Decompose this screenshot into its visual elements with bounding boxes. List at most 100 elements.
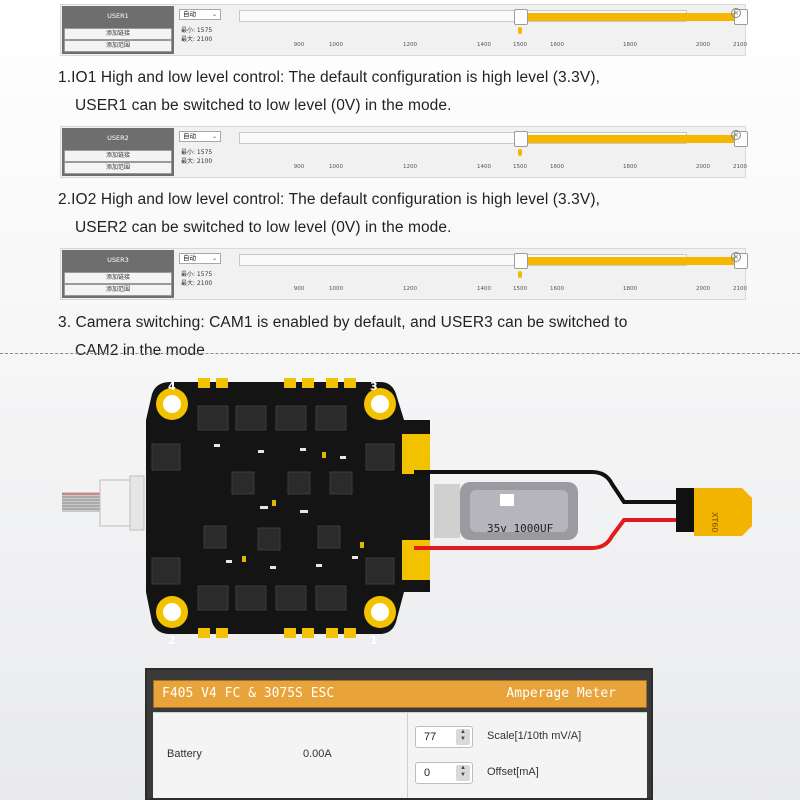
mode-select-value: 自动 (183, 254, 196, 262)
user-channel-label: USER3 (107, 256, 129, 264)
tick-label: 2100 (733, 164, 747, 170)
tick-label: 900 (293, 164, 305, 170)
current-value-marker (518, 271, 522, 278)
mode-select[interactable]: 自动 ⌄ (179, 253, 221, 264)
ribbon-cable (62, 475, 145, 531)
capacitor: 35v 1000UF (434, 482, 578, 540)
range-slider-fill (521, 135, 741, 143)
tick-label: 1500 (513, 286, 527, 292)
corner-number-3: 3 (370, 380, 378, 393)
mode-select-value: 自动 (183, 10, 196, 18)
tick-label: 1400 (477, 286, 491, 292)
close-icon[interactable]: × (731, 8, 741, 18)
chevron-down-icon: ⌄ (211, 255, 217, 262)
tick-label: 1000 (329, 42, 343, 48)
range-slider-track[interactable] (239, 9, 748, 25)
max-value: 最大: 2100 (181, 158, 213, 165)
description-2-line1: 2.IO2 High and low level control: The de… (58, 191, 601, 208)
tick-label: 1600 (550, 286, 564, 292)
tick-label: 1800 (623, 164, 637, 170)
offset-stepper-icon[interactable]: ▲▼ (456, 765, 470, 781)
tick-label: 1400 (477, 42, 491, 48)
tick-label: 2000 (696, 164, 710, 170)
offset-input[interactable]: 0 ▲▼ (415, 762, 473, 784)
battery-label: Battery (167, 748, 202, 760)
xt60-connector: XT60 (676, 488, 752, 536)
min-value: 最小: 1575 (181, 271, 213, 278)
tick-label: 1800 (623, 42, 637, 48)
user-channel-label: USER2 (107, 134, 129, 142)
tick-label: 1000 (329, 164, 343, 170)
tick-label: 900 (293, 42, 305, 48)
range-slider-fill (521, 257, 741, 265)
tick-label: 1200 (403, 164, 417, 170)
add-range-button[interactable]: 添加范围 (64, 162, 172, 174)
description-3-line1: 3. Camera switching: CAM1 is enabled by … (58, 314, 628, 331)
corner-number-2: 2 (168, 634, 176, 647)
tick-label: 1200 (403, 42, 417, 48)
current-value-marker (518, 149, 522, 156)
description-3: 3. Camera switching: CAM1 is enabled by … (58, 309, 627, 365)
power-wires (414, 470, 680, 550)
mode-select[interactable]: 自动 ⌄ (179, 131, 221, 142)
mode-panel-user2: USER2 添加链接添加范围 自动 ⌄ 最小: 1575 最大: 2100 900 1000 1… (60, 126, 748, 178)
tick-label: 1000 (329, 286, 343, 292)
capacitor-label: 35v 1000UF (487, 522, 553, 535)
amperage-body: Battery 0.00A 77 ▲▼ Scale[1/10th mV/A] 0… (153, 712, 647, 798)
add-range-button[interactable]: 添加范围 (64, 284, 172, 296)
battery-current-value: 0.00A (303, 748, 332, 760)
description-1-line2: USER1 can be switched to low level (0V) … (75, 97, 452, 114)
amperage-header: F405 V4 FC & 3075S ESC Amperage Meter (153, 680, 647, 708)
offset-value: 0 (424, 767, 431, 779)
user-channel-box: USER3 添加链接添加范围 (62, 250, 174, 298)
mode-select-value: 自动 (183, 132, 196, 140)
add-link-button[interactable]: 添加链接 (64, 150, 172, 162)
user-channel-box: USER2 添加链接添加范围 (62, 128, 174, 176)
range-min-handle[interactable] (514, 131, 528, 147)
tick-label: 1600 (550, 42, 564, 48)
scale-stepper-icon[interactable]: ▲▼ (456, 729, 470, 745)
tick-label: 2000 (696, 286, 710, 292)
tick-label: 1400 (477, 164, 491, 170)
offset-label: Offset[mA] (487, 766, 539, 778)
tick-label: 900 (293, 286, 305, 292)
tick-label: 1200 (403, 286, 417, 292)
range-slider-track[interactable] (239, 131, 748, 147)
column-divider (407, 712, 408, 798)
tick-label: 2100 (733, 42, 747, 48)
max-value: 最大: 2100 (181, 280, 213, 287)
tick-label: 1800 (623, 286, 637, 292)
close-icon[interactable]: × (731, 130, 741, 140)
scale-input[interactable]: 77 ▲▼ (415, 726, 473, 748)
tick-label: 1600 (550, 164, 564, 170)
amperage-meter-title: Amperage Meter (506, 686, 616, 701)
max-value: 最大: 2100 (181, 36, 213, 43)
description-1: 1.IO1 High and low level control: The de… (58, 64, 600, 120)
add-link-button[interactable]: 添加链接 (64, 272, 172, 284)
row-divider (153, 712, 647, 713)
connector-label: XT60 (710, 512, 719, 532)
mode-select[interactable]: 自动⌄ (179, 9, 221, 20)
mode-panel-user3: USER3 添加链接添加范围 自动 ⌄ 最小: 1575 最大: 2100 900 1000 1… (60, 248, 748, 300)
amperage-meter-panel: F405 V4 FC & 3075S ESC Amperage Meter Ba… (145, 668, 653, 800)
esc-board-illustration: 4 3 2 1 35v 1000UF XT60 (62, 378, 752, 647)
user-channel-box: USER1 添加链接添加范围 (62, 6, 174, 54)
corner-number-1: 1 (370, 634, 378, 647)
range-min-handle[interactable] (514, 9, 528, 25)
chevron-down-icon: ⌄ (211, 133, 217, 140)
section-divider (0, 353, 800, 354)
close-icon[interactable]: × (731, 252, 741, 262)
add-range-button[interactable]: 添加范围 (64, 40, 172, 52)
user-channel-label: USER1 (107, 12, 129, 20)
pcb (146, 378, 430, 638)
corner-number-4: 4 (168, 380, 176, 393)
add-link-button[interactable]: 添加链接 (64, 28, 172, 40)
scale-label: Scale[1/10th mV/A] (487, 730, 582, 742)
scale-value: 77 (424, 731, 437, 743)
description-2: 2.IO2 High and low level control: The de… (58, 186, 600, 242)
description-2-line2: USER2 can be switched to low level (0V) … (75, 219, 452, 236)
range-slider-track[interactable] (239, 253, 748, 269)
range-min-handle[interactable] (514, 253, 528, 269)
min-value: 最小: 1575 (181, 149, 213, 156)
